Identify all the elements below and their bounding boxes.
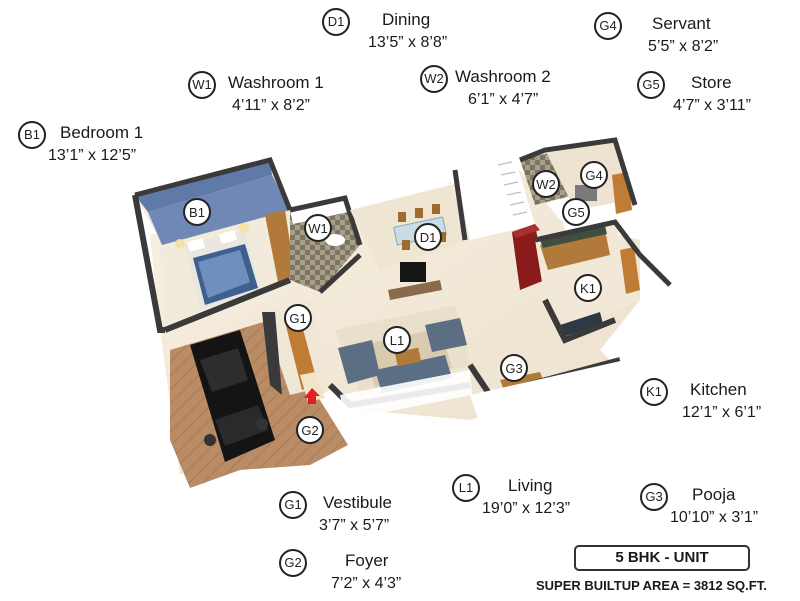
plan-marker-label: K1 bbox=[580, 281, 596, 296]
room-dimensions: 3’7” x 5’7” bbox=[319, 517, 390, 534]
room-code-badge: D1 bbox=[322, 8, 350, 36]
room-name: Store bbox=[691, 73, 732, 92]
legend-pooja: G3 Pooja 10’10” x 3’1” bbox=[640, 483, 790, 535]
plan-marker-label: B1 bbox=[189, 205, 205, 220]
room-name: Dining bbox=[382, 10, 431, 29]
room-name: Washroom 2 bbox=[455, 67, 551, 86]
room-name: Servant bbox=[652, 14, 711, 33]
plan-marker-w2: W2 bbox=[532, 170, 560, 198]
car bbox=[190, 330, 275, 462]
room-dimensions: 13’5” x 8’8” bbox=[368, 34, 448, 51]
pooja-area bbox=[467, 350, 628, 425]
room-name: Bedroom 1 bbox=[60, 123, 144, 142]
legend-washroom-2: W2 Washroom 2 6’1” x 4’7” bbox=[420, 65, 580, 117]
room-name: Kitchen bbox=[690, 380, 747, 399]
room-dimensions: 10’10” x 3’1” bbox=[670, 509, 759, 526]
legend-foyer: G2 Foyer 7’2” x 4’3” bbox=[279, 549, 429, 601]
plan-marker-w1: W1 bbox=[304, 214, 332, 242]
legend-bedroom-1: B1 Bedroom 1 13’1” x 12’5” bbox=[18, 121, 188, 173]
kitchen-area bbox=[534, 219, 672, 344]
legend-store: G5 Store 4’7” x 3’11” bbox=[637, 71, 777, 123]
room-dimensions: 19’0” x 12’3” bbox=[482, 500, 571, 517]
room-dimensions: 7’2” x 4’3” bbox=[331, 575, 402, 592]
room-code-badge: L1 bbox=[452, 474, 480, 502]
legend-living: L1 Living 19’0” x 12’3” bbox=[452, 474, 602, 526]
room-name: Washroom 1 bbox=[228, 73, 324, 92]
room-code-badge: K1 bbox=[640, 378, 668, 406]
room-name: Vestibule bbox=[323, 493, 392, 512]
plan-marker-d1: D1 bbox=[414, 223, 442, 251]
legend-kitchen: K1 Kitchen 12’1” x 6’1” bbox=[640, 378, 790, 430]
room-dimensions: 4’7” x 3’11” bbox=[673, 97, 751, 114]
room-name: Foyer bbox=[345, 551, 389, 570]
legend-dining: D1 Dining 13’5” x 8’8” bbox=[322, 8, 482, 60]
plan-marker-g2: G2 bbox=[296, 416, 324, 444]
room-code-badge: G5 bbox=[637, 71, 665, 99]
room-dimensions: 5’5” x 8’2” bbox=[648, 38, 719, 55]
room-dimensions: 4’11” x 8’2” bbox=[232, 97, 310, 114]
room-code-badge: G3 bbox=[640, 483, 668, 511]
plan-marker-label: L1 bbox=[390, 333, 404, 348]
plan-marker-label: G2 bbox=[301, 423, 318, 438]
room-dimensions: 6’1” x 4’7” bbox=[468, 91, 539, 108]
room-dimensions: 12’1” x 6’1” bbox=[682, 404, 762, 421]
room-code-badge: G1 bbox=[279, 491, 307, 519]
legend-washroom-1: W1 Washroom 1 4’11” x 8’2” bbox=[188, 71, 358, 123]
super-builtup-area: SUPER BUILTUP AREA = 3812 SQ.FT. bbox=[536, 578, 767, 593]
plan-marker-label: W1 bbox=[308, 221, 328, 236]
plan-marker-label: W2 bbox=[536, 177, 556, 192]
staircase bbox=[452, 158, 535, 241]
plan-marker-g3: G3 bbox=[500, 354, 528, 382]
plan-marker-k1: K1 bbox=[574, 274, 602, 302]
room-name: Living bbox=[508, 476, 553, 495]
plan-marker-label: G3 bbox=[505, 361, 522, 376]
plan-marker-l1: L1 bbox=[383, 326, 411, 354]
room-code-badge: W2 bbox=[420, 65, 448, 93]
vestibule-area bbox=[262, 300, 330, 404]
room-code-badge: W1 bbox=[188, 71, 216, 99]
room-dimensions: 13’1” x 12’5” bbox=[48, 147, 137, 164]
legend-vestibule: G1 Vestibule 3’7” x 5’7” bbox=[279, 491, 429, 543]
plan-marker-label: D1 bbox=[420, 230, 437, 245]
plan-marker-label: G5 bbox=[567, 205, 584, 220]
plan-marker-g4: G4 bbox=[580, 161, 608, 189]
plan-marker-label: G4 bbox=[585, 168, 602, 183]
plan-marker-g1: G1 bbox=[284, 304, 312, 332]
bedroom-area bbox=[132, 157, 295, 333]
legend-servant: G4 Servant 5’5” x 8’2” bbox=[594, 12, 754, 64]
room-code-badge: G2 bbox=[279, 549, 307, 577]
room-name: Pooja bbox=[692, 485, 736, 504]
plan-marker-b1: B1 bbox=[183, 198, 211, 226]
plan-marker-label: G1 bbox=[289, 311, 306, 326]
unit-type-label: 5 BHK - UNIT bbox=[574, 545, 750, 571]
room-code-badge: G4 bbox=[594, 12, 622, 40]
plan-marker-g5: G5 bbox=[562, 198, 590, 226]
room-code-badge: B1 bbox=[18, 121, 46, 149]
